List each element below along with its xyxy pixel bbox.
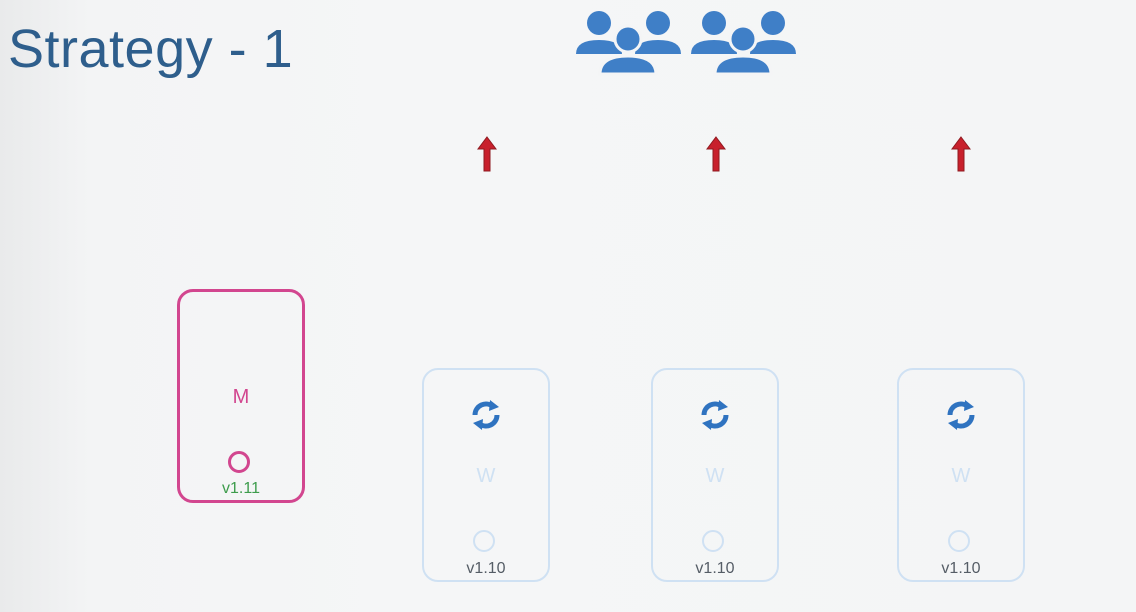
page-title: Strategy - 1	[8, 19, 294, 79]
sync-icon	[947, 400, 975, 430]
worker-node: W v1.10	[651, 368, 779, 582]
worker-node-label: W	[705, 465, 725, 487]
master-pod-circle	[228, 451, 250, 473]
worker-pod-circle	[948, 530, 970, 552]
worker-node-label: W	[476, 465, 496, 487]
sync-icon	[701, 400, 729, 430]
users-group-icon	[576, 11, 796, 76]
master-version: v1.11	[222, 480, 260, 497]
sync-icon	[472, 400, 500, 430]
up-arrow-icon	[477, 136, 497, 172]
worker-pod-circle	[473, 530, 495, 552]
master-node-label: M	[232, 386, 250, 408]
worker-version: v1.10	[695, 560, 735, 577]
worker-pod-circle	[702, 530, 724, 552]
up-arrow-icon	[706, 136, 726, 172]
worker-node-label: W	[951, 465, 971, 487]
worker-version: v1.10	[466, 560, 506, 577]
master-node: M v1.11	[177, 289, 305, 503]
up-arrow-icon	[951, 136, 971, 172]
worker-node: W v1.10	[897, 368, 1025, 582]
worker-version: v1.10	[941, 560, 981, 577]
worker-node: W v1.10	[422, 368, 550, 582]
